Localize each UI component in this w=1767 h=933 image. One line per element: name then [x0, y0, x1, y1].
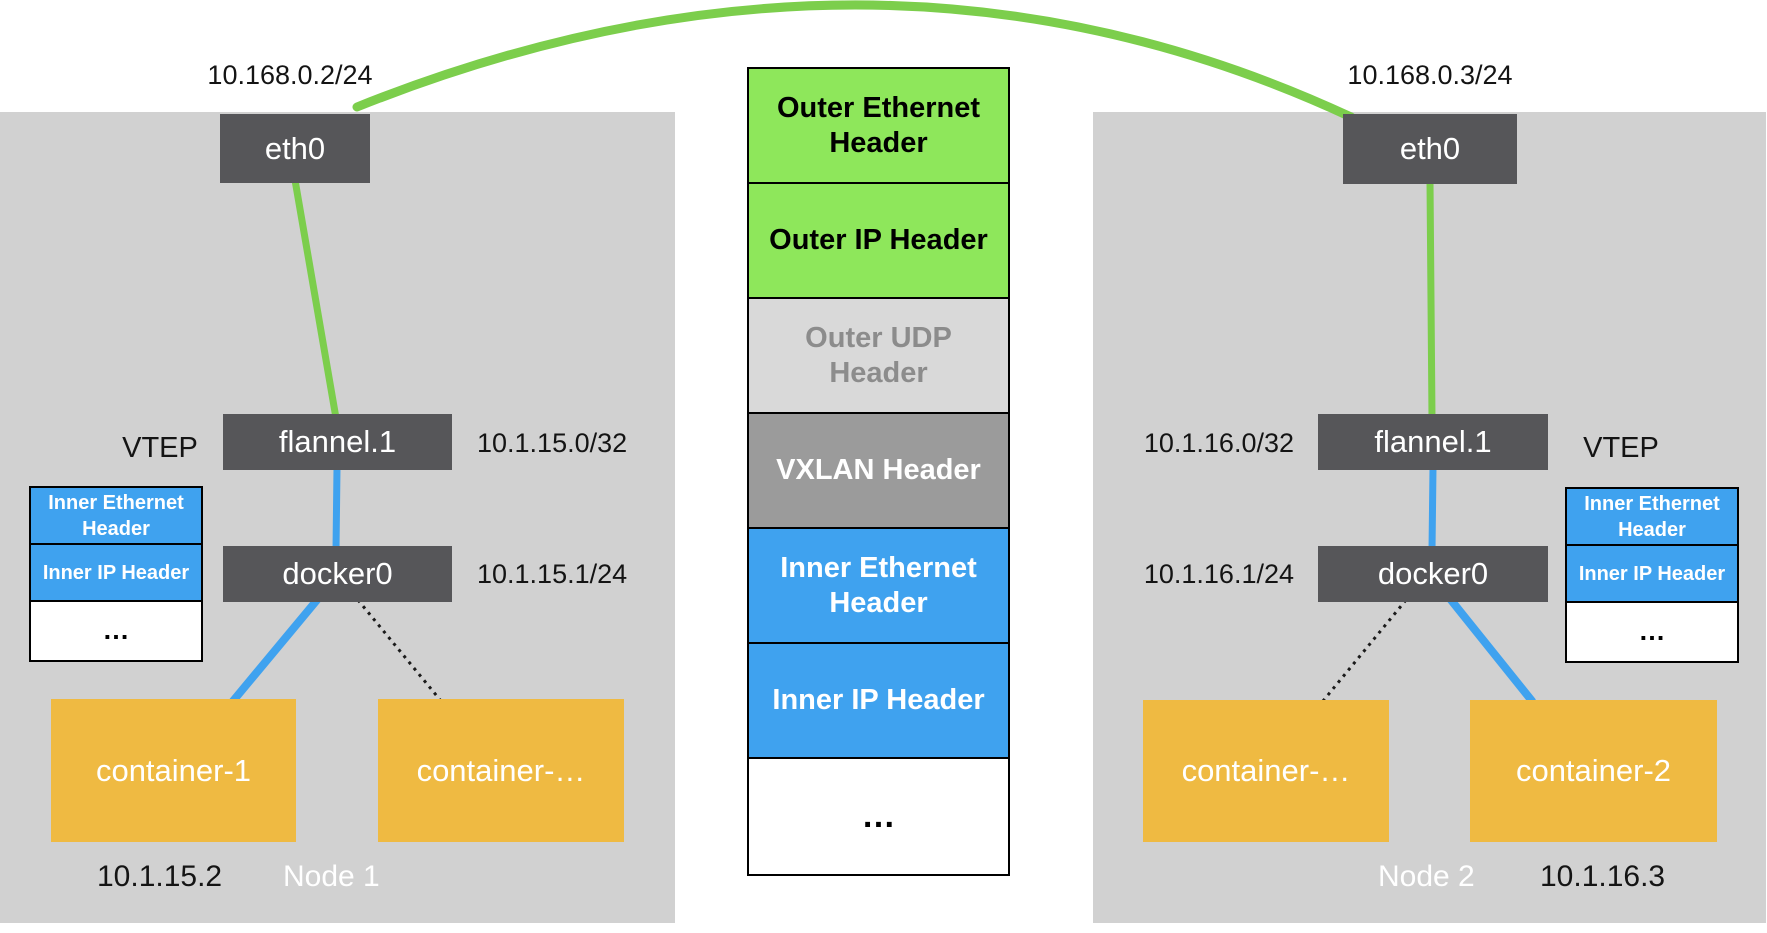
node1-container-more-label: container-… [416, 752, 586, 788]
inner-ethernet-header-row: Inner Ethernet Header [749, 529, 1008, 644]
node2-container-2-box: container-2 [1470, 700, 1717, 842]
node2-inner-ip-header: Inner IP Header [1567, 546, 1737, 603]
node1-inner-ip-header: Inner IP Header [31, 545, 201, 602]
node2-docker0-label: docker0 [1377, 556, 1489, 591]
node1-inner-payload: … [31, 602, 201, 660]
node2-container-ip-label: 10.1.16.3 [1540, 860, 1666, 893]
node2-vtep-label: VTEP [1583, 432, 1659, 464]
node1-flannel-label: flannel.1 [278, 424, 397, 459]
node1-flannel-ip-label: 10.1.15.0/32 [477, 428, 628, 458]
node1-container-1-box: container-1 [51, 699, 296, 842]
node1-eth0-label: eth0 [264, 130, 326, 166]
node2-flannel-box: flannel.1 [1318, 414, 1548, 470]
outer-ip-header-row: Outer IP Header [749, 184, 1008, 299]
node2-inner-headers-stack: Inner Ethernet Header Inner IP Header … [1565, 487, 1739, 663]
node2-inner-payload: … [1567, 603, 1737, 661]
node2-container-more-label: container-… [1181, 753, 1351, 788]
outer-udp-header-row: Outer UDP Header [749, 299, 1008, 414]
node1-docker0-label: docker0 [282, 556, 393, 591]
node2-eth0-ip-label: 10.168.0.3/24 [1347, 60, 1513, 90]
node2-container-2-label: container-2 [1515, 753, 1672, 788]
node2-docker0-box: docker0 [1318, 546, 1548, 602]
node1-docker0-ip-label: 10.1.15.1/24 [477, 559, 628, 589]
node1-vtep-label: VTEP [122, 432, 198, 464]
node2-container-more-box: container-… [1143, 700, 1389, 842]
node1-eth0-box: eth0 [220, 114, 370, 183]
node1-container-more-box: container-… [378, 699, 624, 842]
payload-row: … [749, 759, 1008, 874]
node2-inner-ethernet-header: Inner Ethernet Header [1567, 489, 1737, 546]
node1-container-ip-label: 10.1.15.2 [97, 860, 223, 893]
vxlan-header-row: VXLAN Header [749, 414, 1008, 529]
vxlan-packet-stack: Outer Ethernet Header Outer IP Header Ou… [747, 67, 1010, 876]
node1-docker0-box: docker0 [223, 546, 452, 602]
node1-inner-headers-stack: Inner Ethernet Header Inner IP Header … [29, 486, 203, 662]
node2-name-label: Node 2 [1378, 860, 1475, 893]
node2-flannel-label: flannel.1 [1374, 424, 1492, 459]
node2-eth0-box: eth0 [1343, 114, 1517, 184]
node1-inner-ethernet-header: Inner Ethernet Header [31, 488, 201, 545]
node1-container-1-label: container-1 [95, 752, 252, 788]
node1-eth0-ip-label: 10.168.0.2/24 [207, 60, 373, 90]
node1-name-label: Node 1 [283, 860, 380, 893]
node2-docker0-ip-label: 10.1.16.1/24 [1143, 559, 1294, 589]
node2-flannel-ip-label: 10.1.16.0/32 [1143, 428, 1294, 458]
inner-ip-header-row: Inner IP Header [749, 644, 1008, 759]
node1-flannel-box: flannel.1 [223, 414, 452, 470]
node2-eth0-label: eth0 [1399, 131, 1461, 166]
outer-ethernet-header-row: Outer Ethernet Header [749, 69, 1008, 184]
